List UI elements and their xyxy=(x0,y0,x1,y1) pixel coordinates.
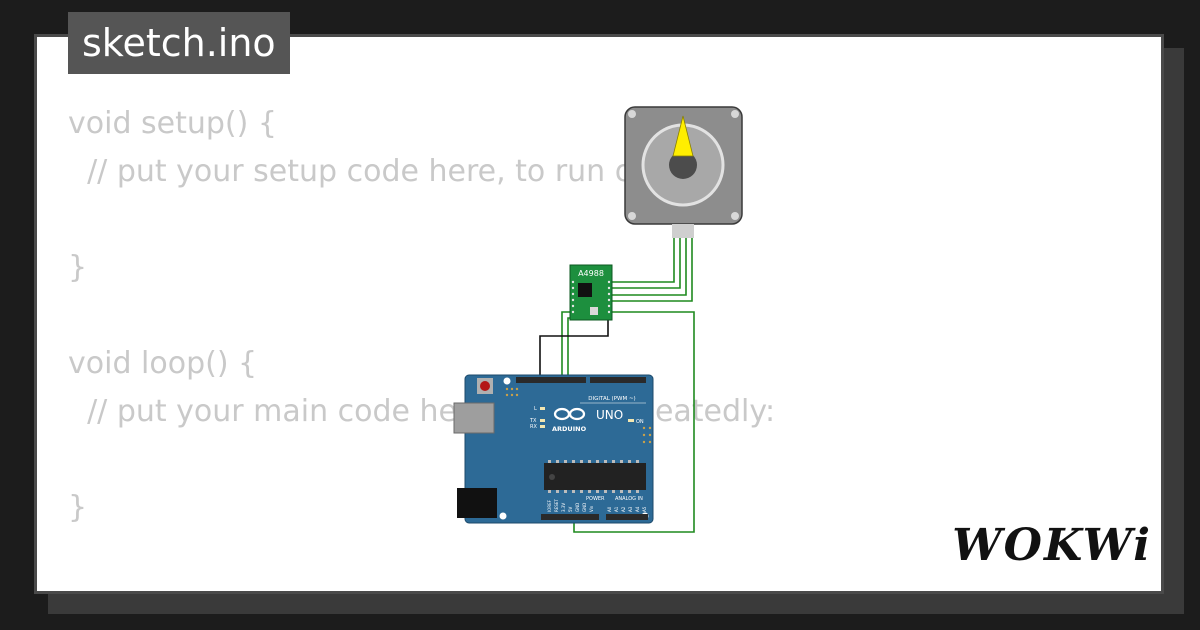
pin-label: A2 xyxy=(621,506,626,512)
usb-port xyxy=(453,402,495,434)
power-header xyxy=(541,514,599,520)
pin-label: Vin xyxy=(589,505,594,512)
on-label: ON xyxy=(636,419,644,425)
digital-header xyxy=(590,377,646,383)
microcontroller-chip xyxy=(544,463,646,490)
wire-motor-3[interactable] xyxy=(612,224,687,296)
reset-button[interactable] xyxy=(480,381,490,391)
pin-label: GND xyxy=(575,503,580,512)
pin-label: A3 xyxy=(628,506,633,512)
pin-label: A4 xyxy=(635,506,640,512)
wokwi-logo: WOKWi xyxy=(952,520,1152,571)
wire-power[interactable] xyxy=(573,311,695,533)
code-line: void setup() { xyxy=(68,106,277,141)
wire-motor-2[interactable] xyxy=(612,224,681,289)
shaft-pointer-icon xyxy=(672,115,694,157)
driver-label: A4988 xyxy=(578,269,604,278)
arduino-infinity-icon xyxy=(553,407,586,421)
board-brand: ARDUINO xyxy=(552,425,587,433)
wire-motor-4[interactable] xyxy=(612,224,693,302)
wire-dir[interactable] xyxy=(561,311,572,378)
power-jack xyxy=(457,488,497,518)
pin-label: 5V xyxy=(568,506,573,512)
code-line: } xyxy=(68,490,88,525)
pin-label: GND xyxy=(582,503,587,512)
digital-header-label: DIGITAL (PWM ~) xyxy=(588,396,635,402)
pin-label: 3.3V xyxy=(561,503,566,512)
code-line: void loop() { xyxy=(68,346,258,381)
power-header-label: POWER xyxy=(586,496,605,502)
digital-header xyxy=(516,377,586,383)
pin-label: A0 xyxy=(607,506,612,512)
screw-icon xyxy=(628,212,636,220)
screw-icon xyxy=(731,212,739,220)
screw-icon xyxy=(731,110,739,118)
led-label: TX xyxy=(529,418,537,424)
screw-icon xyxy=(628,110,636,118)
file-tab[interactable]: sketch.ino xyxy=(68,12,290,74)
wire-motor-1[interactable] xyxy=(612,224,675,283)
pin-label: A5 xyxy=(642,506,647,512)
pin-label: IOREF xyxy=(547,499,552,512)
code-line: } xyxy=(68,250,88,285)
pin-label: A1 xyxy=(614,506,619,512)
wire-gnd[interactable] xyxy=(539,318,609,378)
pin-label: RESET xyxy=(554,499,559,512)
led-label: L xyxy=(534,406,537,412)
wire-step[interactable] xyxy=(567,317,572,378)
analog-header xyxy=(606,514,648,520)
wires xyxy=(539,224,695,533)
arduino-uno[interactable]: DIGITAL (PWM ~) L TX RX UNO ARDUINO ON xyxy=(453,374,654,524)
a4988-driver[interactable]: A4988 xyxy=(569,264,613,321)
board-model: UNO xyxy=(596,408,623,422)
analog-header-label: ANALOG IN xyxy=(615,496,643,502)
stepper-motor[interactable] xyxy=(624,106,743,238)
led-label: RX xyxy=(530,424,537,430)
